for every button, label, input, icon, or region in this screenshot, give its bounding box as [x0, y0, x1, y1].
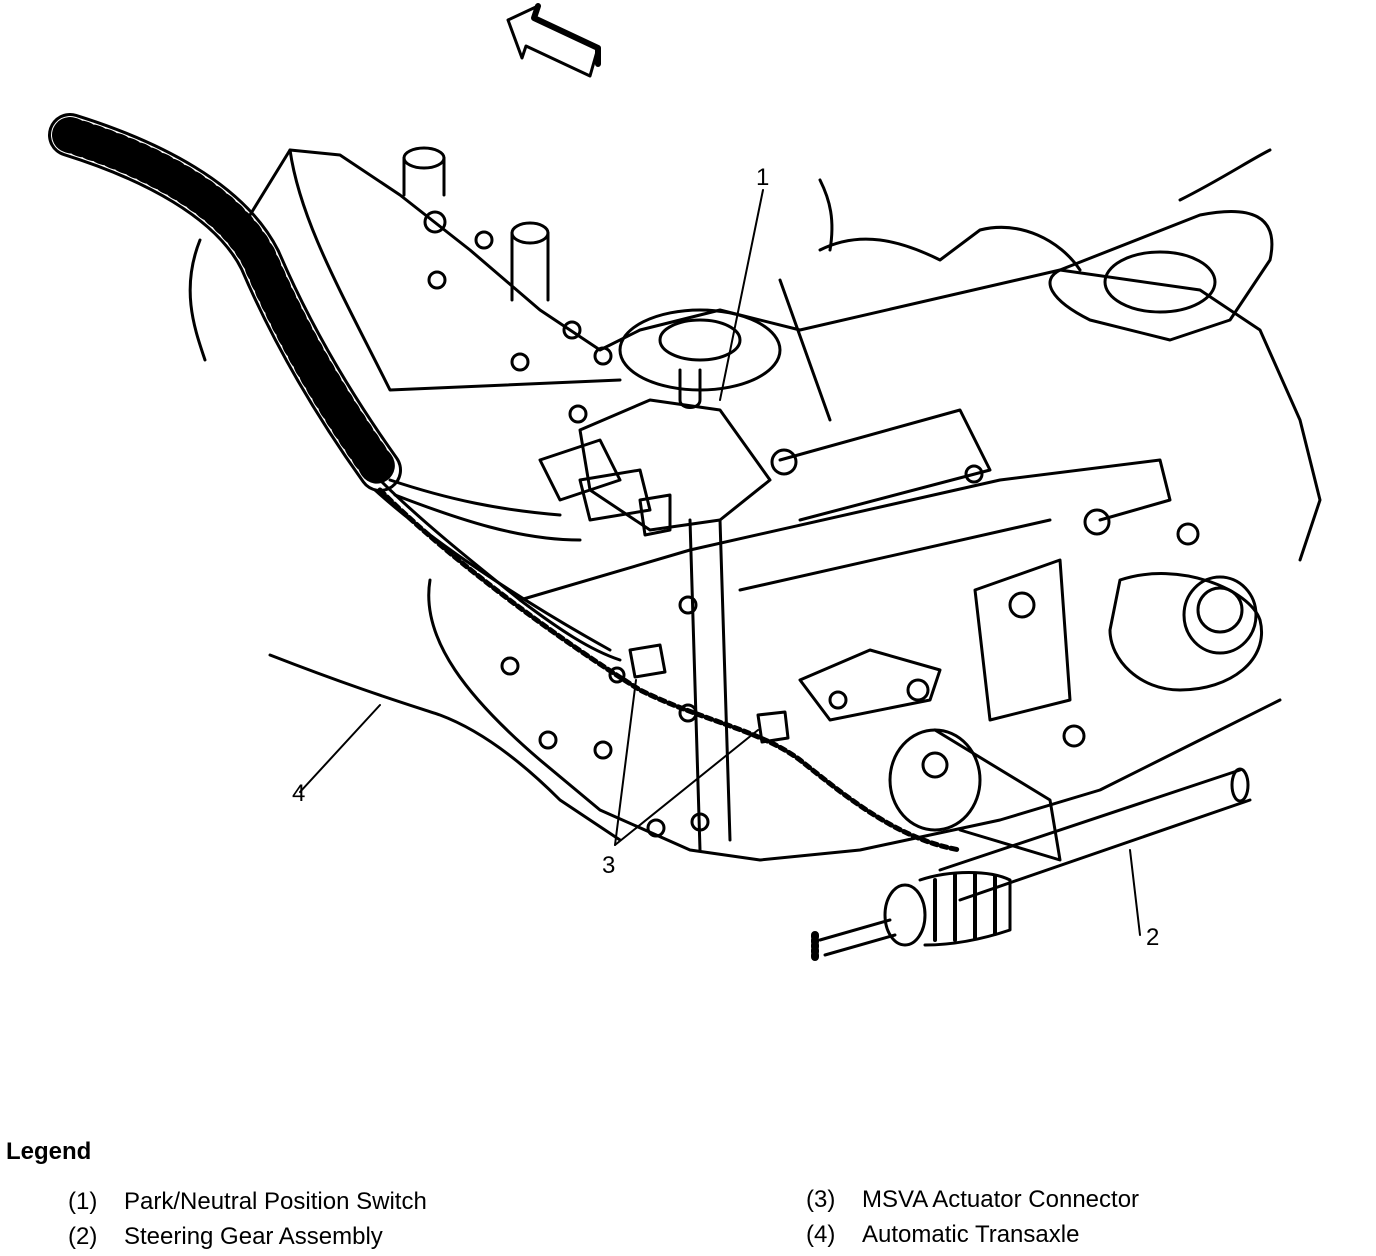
- callout-3: 3: [602, 852, 616, 879]
- legend-item-3: (3) MSVA Actuator Connector: [806, 1186, 1139, 1214]
- filler-tubes: [402, 146, 550, 302]
- legend-num: (4): [806, 1221, 836, 1248]
- legend-title: Legend: [6, 1138, 92, 1165]
- legend-item-4: (4) Automatic Transaxle: [806, 1221, 1079, 1249]
- wiring-harness: [48, 113, 963, 853]
- callout-4: 4: [292, 780, 306, 807]
- callout-2: 2: [1146, 924, 1160, 951]
- legend-label: Automatic Transaxle: [862, 1221, 1080, 1248]
- legend-item-1: (1) Park/Neutral Position Switch: [68, 1188, 427, 1216]
- bolts: [423, 210, 1200, 838]
- transaxle-case: [188, 148, 1322, 862]
- msva-connector: [608, 643, 790, 744]
- legend-label: MSVA Actuator Connector: [862, 1186, 1140, 1213]
- legend-num: (1): [68, 1188, 98, 1215]
- legend-num: (2): [68, 1223, 98, 1250]
- transaxle-line-drawing: [48, 3, 1322, 962]
- callout-1: 1: [756, 164, 770, 191]
- legend-item-2: (2) Steering Gear Assembly: [68, 1223, 383, 1251]
- front-arrow-icon: [506, 3, 601, 78]
- leader-lines: [299, 189, 1141, 936]
- steering-gear: [811, 767, 1252, 962]
- msva-actuator: [798, 558, 1263, 862]
- legend-label: Park/Neutral Position Switch: [124, 1188, 427, 1215]
- park-neutral-switch: [538, 308, 782, 537]
- legend-num: (3): [806, 1186, 836, 1213]
- legend-label: Steering Gear Assembly: [124, 1223, 383, 1250]
